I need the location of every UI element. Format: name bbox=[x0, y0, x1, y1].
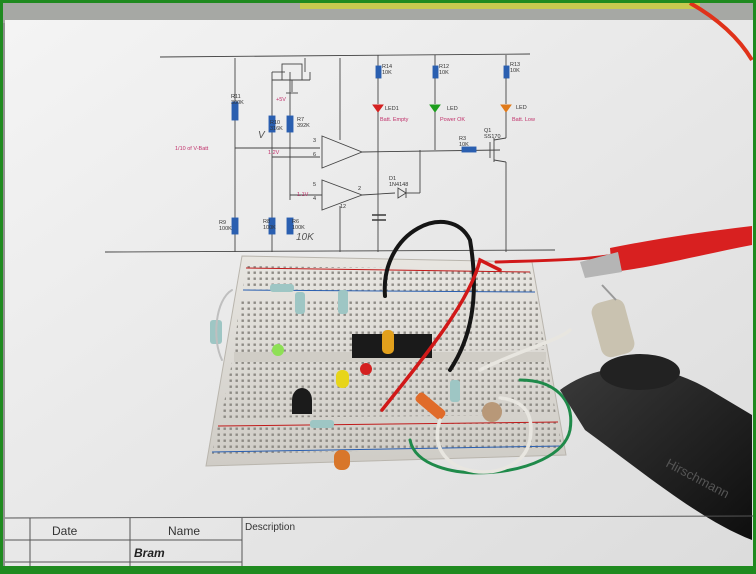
label-plus5v: +5V bbox=[276, 97, 286, 103]
label-vbatt: 1/10 of V-Batt bbox=[175, 146, 209, 152]
wires bbox=[215, 220, 642, 475]
pin-3: 3 bbox=[313, 138, 316, 144]
handwritten-v: V bbox=[258, 130, 266, 141]
label-r10: R10 bbox=[270, 120, 280, 126]
label-r9-value: 100K bbox=[219, 226, 232, 232]
label-r10-value: 316K bbox=[270, 126, 283, 132]
pin-2b: 2 bbox=[358, 186, 361, 192]
transistor bbox=[292, 388, 312, 414]
title-block: Date Name Description Bram bbox=[4, 515, 754, 566]
label-batt-low: Batt. Low bbox=[512, 117, 535, 123]
label-d1: D1 bbox=[389, 176, 396, 182]
label-r11: R11 bbox=[231, 94, 241, 100]
label-r12-value: 10K bbox=[439, 70, 449, 76]
label-q1: Q1 bbox=[484, 128, 491, 134]
top-red-wire bbox=[689, 1, 754, 62]
label-led2: LED bbox=[447, 106, 458, 112]
pin-4: 4 bbox=[313, 196, 316, 202]
led-green bbox=[272, 344, 284, 356]
schematic bbox=[104, 53, 556, 253]
label-r12: R12 bbox=[439, 64, 449, 70]
label-r8-value: 100K bbox=[263, 225, 276, 231]
label-1-2v: 1.2V bbox=[268, 150, 280, 156]
hanging-capacitor bbox=[591, 298, 635, 358]
name-label: Name bbox=[168, 524, 200, 538]
handwritten-10k: 10K bbox=[296, 232, 315, 243]
label-r6-value: 100K bbox=[292, 225, 305, 231]
components bbox=[210, 284, 502, 470]
label-r11-value: 300K bbox=[231, 100, 244, 106]
date-label: Date bbox=[52, 524, 78, 538]
label-r7: R7 bbox=[297, 117, 304, 123]
pin-5: 5 bbox=[313, 182, 316, 188]
label-batt-empty: Batt. Empty bbox=[380, 117, 409, 123]
led-yellow bbox=[336, 370, 349, 388]
label-r3: R3 bbox=[459, 136, 466, 142]
label-r14-value: 10K bbox=[382, 70, 392, 76]
black-clip: Hirschmann bbox=[560, 354, 752, 540]
red-clip bbox=[580, 226, 752, 278]
label-r9: R9 bbox=[219, 220, 226, 226]
label-r6: R6 bbox=[292, 219, 299, 225]
pin-12: 12 bbox=[340, 204, 346, 210]
label-led1: LED1 bbox=[385, 106, 399, 112]
schematic-labels: R11 300K R10 316K R7 392K R9 100K R8 100… bbox=[175, 62, 535, 243]
led-red bbox=[360, 363, 372, 375]
name-value: Bram bbox=[134, 546, 165, 560]
label-r13: R13 bbox=[510, 62, 520, 68]
label-d1-value: 1N4148 bbox=[389, 182, 408, 188]
label-r3-value: 10K bbox=[459, 142, 469, 148]
label-r14: R14 bbox=[382, 64, 392, 70]
pin-6: 6 bbox=[313, 152, 316, 158]
label-r8: R8 bbox=[263, 219, 270, 225]
description-label: Description bbox=[245, 522, 295, 533]
label-1-1v: 1.1V bbox=[297, 192, 309, 198]
label-r7-value: 392K bbox=[297, 123, 310, 129]
label-r13-value: 10K bbox=[510, 68, 520, 74]
label-power-ok: Power OK bbox=[440, 117, 465, 123]
label-led3: LED bbox=[516, 105, 527, 111]
label-q1-value: SS170 bbox=[484, 134, 501, 140]
